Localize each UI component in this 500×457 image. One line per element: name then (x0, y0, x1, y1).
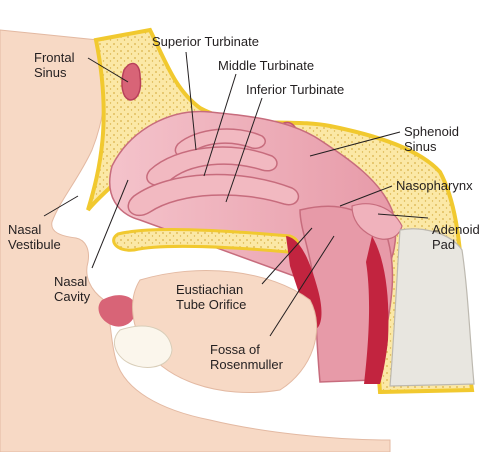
label-nasal-vestibule-line2: Vestibule (8, 237, 61, 252)
upper-lip (98, 295, 137, 327)
hard-palate (112, 228, 300, 254)
label-nasal-vestibule-line1: Nasal (8, 222, 42, 237)
label-fossa-line2: Rosenmuller (210, 357, 283, 372)
label-adenoid-pad: Adenoid Pad (432, 222, 480, 252)
label-middle-turbinate: Middle Turbinate (218, 58, 315, 73)
leader-nasal-vestibule (43, 195, 79, 217)
leader-nasal-cavity (91, 179, 129, 269)
label-fossa-line1: Fossa of (210, 342, 260, 357)
face-skin (0, 29, 391, 453)
label-eustachian-line2: Tube Orifice (176, 297, 247, 312)
leader-superior-turbinate (185, 51, 197, 151)
leader-sphenoid-sinus (309, 131, 401, 157)
leader-fossa-rosenmuller (269, 235, 335, 337)
label-frontal-sinus-line1: Frontal (34, 50, 75, 65)
label-nasal-cavity: Nasal Cavity (54, 274, 90, 304)
inferior-turbinate-shape (127, 173, 300, 217)
label-nasopharynx: Nasopharynx (396, 178, 473, 193)
leader-nasopharynx (339, 185, 393, 207)
label-sphenoid-sinus-line2: Sinus (404, 139, 437, 154)
vertebrae (389, 228, 475, 387)
label-adenoid-pad-line2: Pad (432, 237, 456, 252)
label-eustachian-tube-orifice: Eustiachian Tube Orifice (176, 282, 246, 312)
label-nasal-vestibule: Nasal Vestibule (8, 222, 61, 252)
label-frontal-sinus-line2: Sinus (34, 65, 67, 80)
leader-inferior-turbinate (225, 97, 263, 203)
label-nasal-cavity-line1: Nasal (54, 274, 88, 289)
pharyngeal-muscle (364, 236, 389, 384)
label-fossa-of-rosenmuller: Fossa of Rosenmuller (210, 342, 283, 372)
label-inferior-turbinate: Inferior Turbinate (246, 82, 345, 97)
label-frontal-sinus: Frontal Sinus (34, 50, 74, 80)
adenoid-pad-shape (351, 203, 403, 240)
leader-frontal-sinus (87, 57, 129, 83)
frontal-sinus-shape (121, 62, 142, 101)
label-sphenoid-sinus: Sphenoid Sinus (404, 124, 459, 154)
lower-jaw-teeth (114, 325, 173, 368)
leader-adenoid-pad (377, 213, 429, 219)
leader-eustachian-tube (261, 227, 313, 285)
label-eustachian-line1: Eustiachian (176, 282, 244, 297)
label-adenoid-pad-line1: Adenoid (432, 222, 480, 237)
label-sphenoid-sinus-line1: Sphenoid (404, 124, 459, 139)
leader-middle-turbinate (203, 73, 237, 177)
label-nasal-cavity-line2: Cavity (54, 289, 91, 304)
leader-lines (43, 51, 429, 337)
label-superior-turbinate: Superior Turbinate (152, 34, 259, 49)
